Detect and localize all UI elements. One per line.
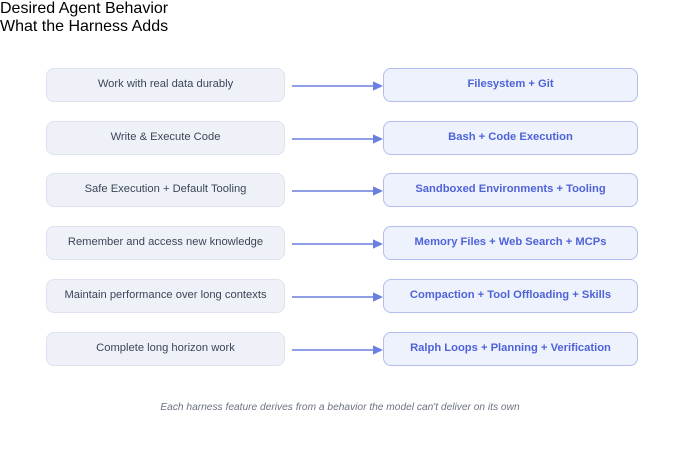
diagram-caption: Each harness feature derives from a beha… xyxy=(160,402,520,413)
harness-label: Ralph Loops + Planning + Verification xyxy=(410,342,611,355)
arrow-right-icon xyxy=(292,79,383,91)
column-header-what-the-harness-adds: What the Harness Adds xyxy=(0,18,169,35)
arrow-right-icon xyxy=(292,184,383,196)
harness-label: Bash + Code Execution xyxy=(448,131,573,144)
arrow-right-icon xyxy=(292,290,383,302)
behavior-box[interactable]: Safe Execution + Default Tooling xyxy=(46,173,285,207)
behavior-label: Remember and access new knowledge xyxy=(67,236,264,249)
diagram-row: Write & Execute Code Bash + Code Executio… xyxy=(0,121,680,155)
behavior-label: Maintain performance over long contexts xyxy=(64,289,267,302)
harness-box[interactable]: Bash + Code Execution xyxy=(383,121,638,155)
harness-box[interactable]: Filesystem + Git xyxy=(383,68,638,102)
harness-box[interactable]: Compaction + Tool Offloading + Skills xyxy=(383,279,638,313)
harness-label: Filesystem + Git xyxy=(467,78,554,91)
arrow-right-icon xyxy=(292,343,383,355)
behavior-box[interactable]: Write & Execute Code xyxy=(46,121,285,155)
behavior-box[interactable]: Complete long horizon work xyxy=(46,332,285,366)
harness-label: Compaction + Tool Offloading + Skills xyxy=(409,289,612,302)
arrow-right-icon xyxy=(292,237,383,249)
harness-label: Sandboxed Environments + Tooling xyxy=(415,183,606,196)
behavior-box[interactable]: Maintain performance over long contexts xyxy=(46,279,285,313)
diagram-row: Remember and access new knowledge Memory … xyxy=(0,226,680,260)
behavior-label: Work with real data durably xyxy=(97,78,234,91)
behavior-label: Complete long horizon work xyxy=(96,342,235,355)
diagram-row: Maintain performance over long contexts C… xyxy=(0,279,680,313)
harness-box[interactable]: Memory Files + Web Search + MCPs xyxy=(383,226,638,260)
diagram-row: Work with real data durably Filesystem + … xyxy=(0,68,680,102)
diagram-row: Safe Execution + Default Tooling Sandboxe… xyxy=(0,173,680,207)
arrow-right-icon xyxy=(292,132,383,144)
harness-box[interactable]: Ralph Loops + Planning + Verification xyxy=(383,332,638,366)
diagram-row: Complete long horizon work Ralph Loops + … xyxy=(0,332,680,366)
behavior-box[interactable]: Work with real data durably xyxy=(46,68,285,102)
behavior-box[interactable]: Remember and access new knowledge xyxy=(46,226,285,260)
behavior-label: Write & Execute Code xyxy=(110,131,221,144)
harness-label: Memory Files + Web Search + MCPs xyxy=(414,236,607,249)
column-header-desired-agent-behavior: Desired Agent Behavior xyxy=(0,0,169,17)
behavior-label: Safe Execution + Default Tooling xyxy=(84,183,247,196)
harness-box[interactable]: Sandboxed Environments + Tooling xyxy=(383,173,638,207)
